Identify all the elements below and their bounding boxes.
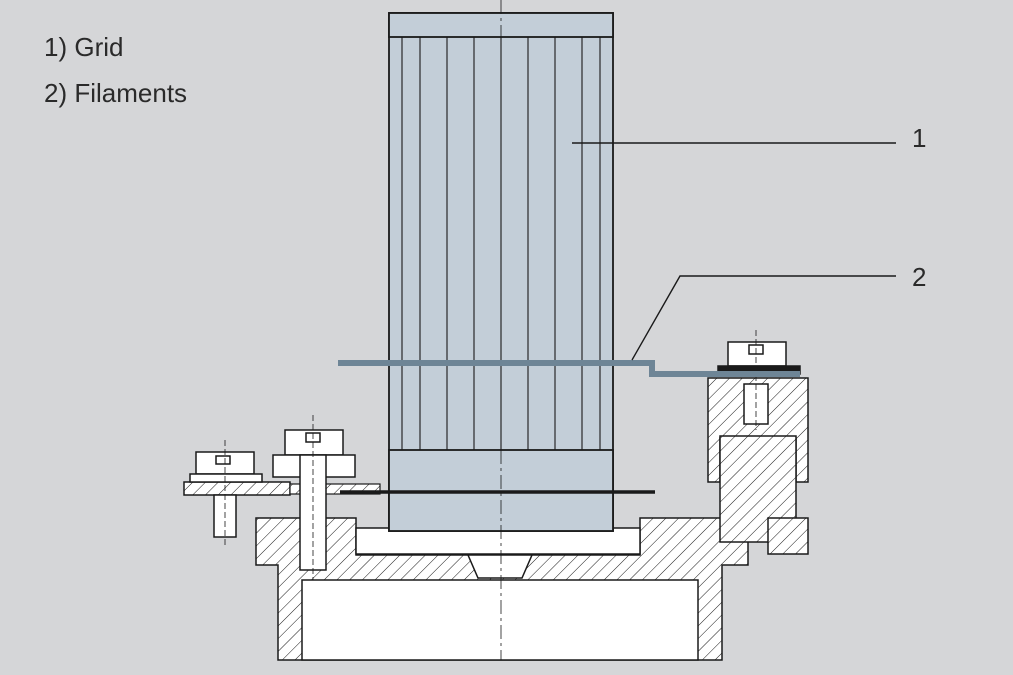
filament: [338, 360, 800, 377]
legend-item-grid: 1) Grid: [44, 32, 124, 62]
callout-number-2: 2: [912, 262, 927, 292]
callout-number-1: 1: [912, 123, 927, 153]
left-bracket: [183, 481, 381, 496]
base-cavity: [301, 579, 699, 661]
leader-line-2: [631, 275, 896, 361]
screw-right: [717, 330, 801, 430]
base-housing: [255, 517, 749, 661]
screw-left-inner: [272, 415, 356, 580]
screw-left-outer: [189, 440, 263, 545]
center-boss: [466, 554, 534, 579]
right-clamp-block: [707, 377, 809, 555]
seat-recess: [355, 527, 641, 555]
legend-item-filaments: 2) Filaments: [44, 78, 188, 108]
